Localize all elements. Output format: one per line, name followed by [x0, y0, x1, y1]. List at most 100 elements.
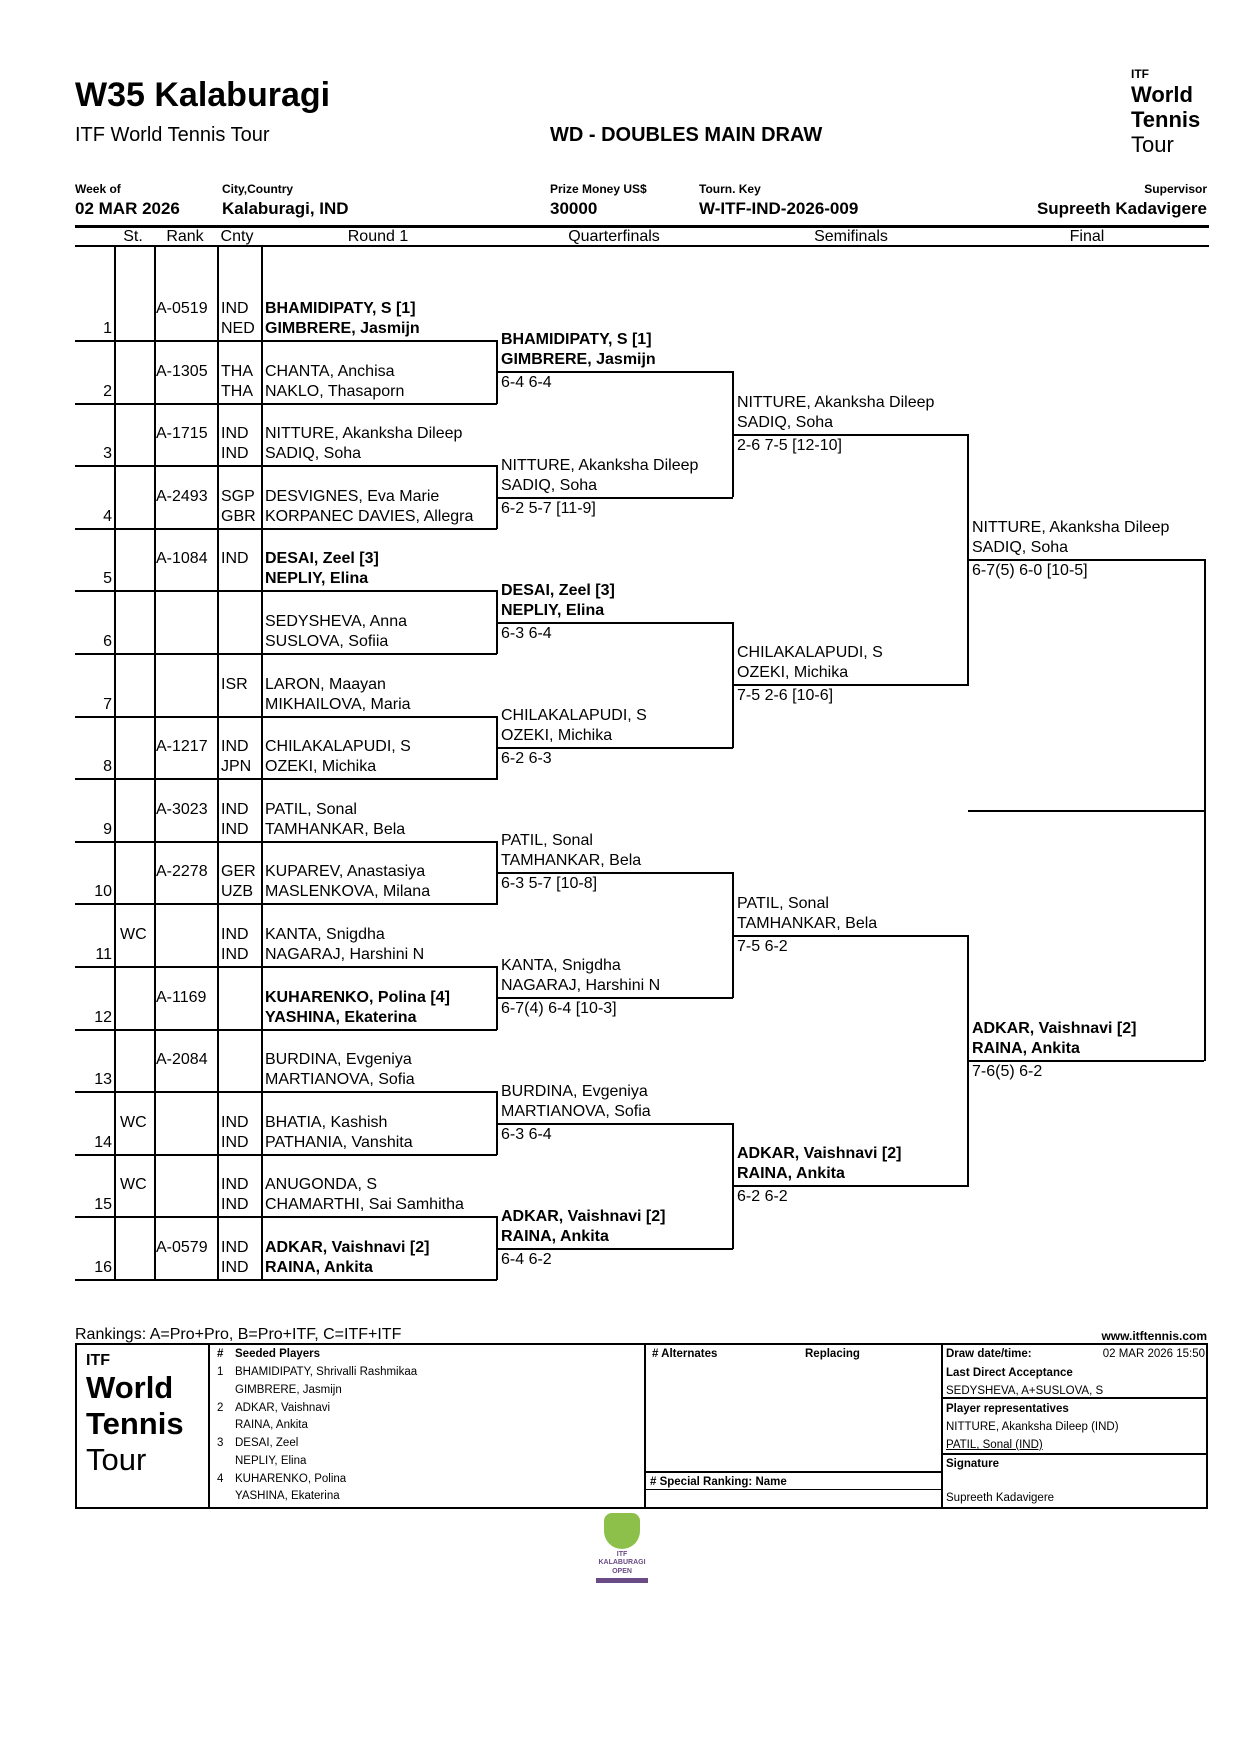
player-2[interactable]: KORPANEC DAVIES, Allegra [265, 508, 474, 525]
winner-player-1[interactable]: PATIL, Sonal [737, 895, 829, 912]
winner-player-1[interactable]: NITTURE, Akanksha Dileep [972, 519, 1170, 536]
player-1[interactable]: DESAI, Zeel [3] [265, 550, 379, 567]
winner-player-2[interactable]: OZEKI, Michika [737, 664, 849, 681]
winner-player-2[interactable]: TAMHANKAR, Bela [501, 852, 642, 869]
match-score: 6-2 6-2 [737, 1188, 788, 1205]
col-rank: Rank [166, 228, 204, 245]
player-2[interactable]: SUSLOVA, Sofiia [265, 633, 389, 650]
draw-position: 6 [103, 633, 112, 650]
player-1[interactable]: ANUGONDA, S [265, 1176, 378, 1193]
seed-number: 4 [217, 1472, 224, 1485]
player-1[interactable]: KUPAREV, Anastasiya [265, 863, 426, 880]
winner-player-2[interactable]: TAMHANKAR, Bela [737, 915, 878, 932]
winner-player-2[interactable]: OZEKI, Michika [501, 727, 613, 744]
lda-label: Last Direct Acceptance [946, 1367, 1073, 1379]
player-2[interactable]: NAGARAJ, Harshini N [265, 946, 425, 963]
player-2[interactable]: NAKLO, Thasaporn [265, 383, 405, 400]
bracket-line [732, 1123, 734, 1249]
bracket-line [732, 622, 734, 748]
tour-subtitle: ITF World Tennis Tour [75, 124, 270, 146]
bracket-line [261, 246, 263, 1280]
player-2[interactable]: SADIQ, Soha [265, 445, 362, 462]
winner-player-1[interactable]: BHAMIDIPATY, S [1] [501, 331, 652, 348]
player-2[interactable]: MIKHAILOVA, Maria [265, 696, 411, 713]
player-2[interactable]: NEPLIY, Elina [265, 570, 369, 587]
country-1: IND [221, 1176, 249, 1193]
draw-position: 4 [103, 508, 112, 525]
reps-label: Player representatives [946, 1403, 1069, 1415]
bracket-line [496, 465, 498, 529]
footer-divider [644, 1343, 646, 1509]
winner-player-2[interactable]: SADIQ, Soha [972, 539, 1069, 556]
winner-player-1[interactable]: ADKAR, Vaishnavi [2] [737, 1145, 902, 1162]
player-1[interactable]: SEDYSHEVA, Anna [265, 613, 407, 630]
seed-number: 2 [217, 1401, 224, 1414]
player-2[interactable]: MASLENKOVA, Milana [265, 883, 431, 900]
winner-player-2[interactable]: NAGARAJ, Harshini N [501, 977, 661, 994]
rep-1: NITTURE, Akanksha Dileep (IND) [946, 1421, 1119, 1433]
winner-player-2[interactable]: MARTIANOVA, Sofia [501, 1103, 651, 1120]
col-semifinals: Semifinals [814, 228, 888, 245]
player-1[interactable]: BHAMIDIPATY, S [1] [265, 300, 416, 317]
entry-rank: A-1715 [156, 425, 208, 442]
bracket-line [497, 747, 733, 749]
winner-player-1[interactable]: NITTURE, Akanksha Dileep [737, 394, 935, 411]
draw-position: 2 [103, 383, 112, 400]
signature-label: Signature [946, 1458, 1000, 1470]
winner-player-1[interactable]: PATIL, Sonal [501, 832, 593, 849]
player-1[interactable]: CHILAKALAPUDI, S [265, 738, 411, 755]
winner-player-1[interactable]: BURDINA, Evgeniya [501, 1083, 648, 1100]
bracket-line [497, 622, 733, 624]
winner-player-2[interactable]: RAINA, Ankita [972, 1040, 1080, 1057]
player-2[interactable]: TAMHANKAR, Bela [265, 821, 406, 838]
winner-player-1[interactable]: ADKAR, Vaishnavi [2] [501, 1208, 666, 1225]
winner-player-2[interactable]: NEPLIY, Elina [501, 602, 605, 619]
player-2[interactable]: MARTIANOVA, Sofia [265, 1071, 415, 1088]
player-1[interactable]: KUHARENKO, Polina [4] [265, 989, 450, 1006]
winner-player-1[interactable]: CHILAKALAPUDI, S [737, 644, 883, 661]
player-2[interactable]: OZEKI, Michika [265, 758, 377, 775]
bracket-line [75, 403, 497, 405]
player-2[interactable]: YASHINA, Ekaterina [265, 1009, 417, 1026]
bracket-line [75, 1216, 497, 1218]
itf-logo-line3: Tour [1131, 132, 1174, 158]
lda-value: SEDYSHEVA, A+SUSLOVA, S [946, 1385, 1104, 1397]
player-2[interactable]: RAINA, Ankita [265, 1259, 373, 1276]
player-1[interactable]: LARON, Maayan [265, 676, 386, 693]
player-1[interactable]: DESVIGNES, Eva Marie [265, 488, 440, 505]
country-2: IND [221, 946, 249, 963]
winner-player-2[interactable]: GIMBRERE, Jasmijn [501, 351, 656, 368]
footer-divider [942, 1453, 1208, 1455]
bracket-line [968, 559, 1204, 561]
winner-player-2[interactable]: SADIQ, Soha [501, 477, 598, 494]
player-1[interactable]: CHANTA, Anchisa [265, 363, 395, 380]
player-1[interactable]: ADKAR, Vaishnavi [2] [265, 1239, 430, 1256]
player-1[interactable]: NITTURE, Akanksha Dileep [265, 425, 463, 442]
winner-player-2[interactable]: RAINA, Ankita [737, 1165, 845, 1182]
winner-player-1[interactable]: NITTURE, Akanksha Dileep [501, 457, 699, 474]
player-2[interactable]: PATHANIA, Vanshita [265, 1134, 413, 1151]
bracket-line [496, 590, 498, 654]
bracket-line [733, 434, 969, 436]
match-score: 6-3 6-4 [501, 1126, 552, 1143]
winner-player-1[interactable]: KANTA, Snigdha [501, 957, 621, 974]
winner-player-1[interactable]: ADKAR, Vaishnavi [2] [972, 1020, 1137, 1037]
player-2[interactable]: CHAMARTHI, Sai Samhitha [265, 1196, 464, 1213]
winner-player-2[interactable]: SADIQ, Soha [737, 414, 834, 431]
player-1[interactable]: BHATIA, Kashish [265, 1114, 388, 1131]
winner-player-1[interactable]: DESAI, Zeel [3] [501, 582, 615, 599]
country-2: IND [221, 445, 249, 462]
footer-divider [645, 1471, 942, 1473]
match-score: 7-5 6-2 [737, 938, 788, 955]
player-2[interactable]: GIMBRERE, Jasmijn [265, 320, 420, 337]
bracket-line [497, 1248, 733, 1250]
country-2: IND [221, 1134, 249, 1151]
winner-player-1[interactable]: CHILAKALAPUDI, S [501, 707, 647, 724]
draw-position: 1 [103, 320, 112, 337]
player-1[interactable]: BURDINA, Evgeniya [265, 1051, 412, 1068]
player-1[interactable]: PATIL, Sonal [265, 801, 357, 818]
winner-player-2[interactable]: RAINA, Ankita [501, 1228, 609, 1245]
player-1[interactable]: KANTA, Snigdha [265, 926, 385, 943]
match-score: 6-3 6-4 [501, 625, 552, 642]
seeded-hash: # [217, 1348, 224, 1360]
